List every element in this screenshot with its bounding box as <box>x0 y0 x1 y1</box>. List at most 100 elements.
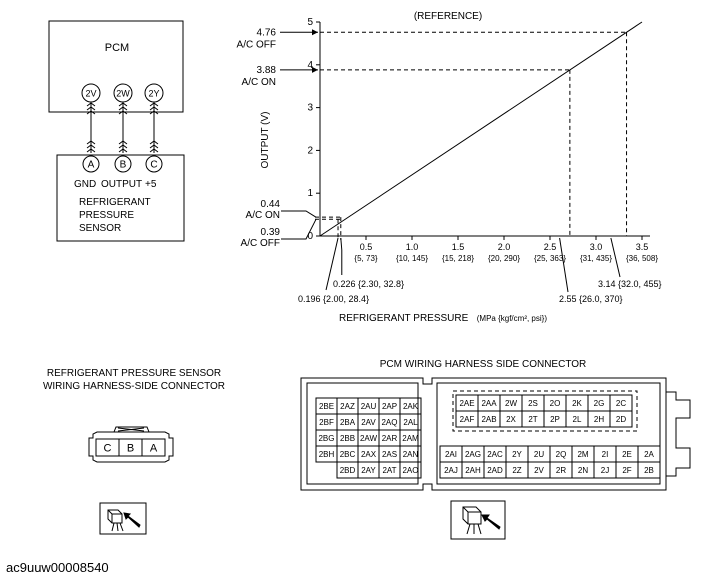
svg-text:2V: 2V <box>85 89 96 99</box>
svg-text:2AA: 2AA <box>481 399 497 408</box>
svg-text:2AC: 2AC <box>487 450 503 459</box>
pcm-pin-2w: 2W <box>113 83 133 103</box>
svg-text:2D: 2D <box>616 415 626 424</box>
svg-text:2AU: 2AU <box>361 402 377 411</box>
pcm-pin-2v: 2V <box>81 83 101 103</box>
pcm-pin-2c: 2C <box>609 394 633 412</box>
sensor-name-line-3: SENSOR <box>79 223 121 234</box>
svg-text:2Q: 2Q <box>556 450 567 459</box>
svg-text:2H: 2H <box>594 415 604 424</box>
svg-text:2AS: 2AS <box>382 450 397 459</box>
sensor-connector-pin-a: A <box>150 443 158 455</box>
pcm-pin-2y: 2Y <box>505 445 529 463</box>
x-marker-label-0: 0.226 {2.30, 32.8} <box>333 279 404 289</box>
svg-text:2AZ: 2AZ <box>340 402 355 411</box>
pcm-pin-2be: 2BE <box>315 397 338 415</box>
sensor-pin-label-gnd: GND <box>74 179 96 190</box>
y-marker-sub-3: A/C OFF <box>241 238 280 249</box>
svg-text:2AE: 2AE <box>459 399 474 408</box>
svg-text:A: A <box>88 160 95 171</box>
y-tick-label-3: 3 <box>307 103 313 114</box>
svg-text:2AQ: 2AQ <box>381 418 397 427</box>
y-marker-label-3: 0.39 <box>261 227 281 238</box>
svg-text:2Y: 2Y <box>512 450 522 459</box>
x-tick-label-6: 3.5 <box>636 242 649 252</box>
svg-text:2N: 2N <box>578 466 588 475</box>
pcm-pin-2w: 2W <box>499 394 523 412</box>
y-marker-leader-3 <box>281 219 317 240</box>
pcm-pin-2l: 2L <box>565 410 589 428</box>
svg-text:2BC: 2BC <box>340 450 356 459</box>
svg-text:2M: 2M <box>577 450 588 459</box>
connector-view-icon <box>99 502 147 535</box>
y-tick-label-4: 4 <box>307 60 313 71</box>
pcm-pin-2b: 2B <box>637 461 661 479</box>
pcm-pin-2aq: 2AQ <box>378 413 401 431</box>
x-tick-label-1: 1.0 <box>406 242 419 252</box>
svg-text:2AO: 2AO <box>402 466 418 475</box>
pcm-pin-2o: 2O <box>543 394 567 412</box>
svg-text:2BD: 2BD <box>340 466 356 475</box>
svg-text:2B: 2B <box>644 466 654 475</box>
svg-text:2I: 2I <box>602 450 609 459</box>
x-tick-sub-0: {5, 73} <box>354 254 377 263</box>
svg-text:2AR: 2AR <box>382 434 398 443</box>
svg-text:2AX: 2AX <box>361 450 377 459</box>
chart-title: (REFERENCE) <box>414 11 482 22</box>
pcm-pin-2ay: 2AY <box>357 461 380 479</box>
sensor-pin-b: B <box>114 155 132 173</box>
pcm-pin-2ah: 2AH <box>461 461 485 479</box>
svg-text:2W: 2W <box>116 89 130 99</box>
x-marker-leader-3 <box>610 237 621 278</box>
svg-text:2AT: 2AT <box>382 466 396 475</box>
y-marker-arrow-1 <box>312 66 318 73</box>
pcm-pin-2af: 2AF <box>455 410 479 428</box>
y-marker-leader-2 <box>281 210 317 218</box>
y-marker-label-2: 0.44 <box>261 199 281 210</box>
pcm-pin-2f: 2F <box>615 461 639 479</box>
y-marker-sub-0: A/C OFF <box>237 39 276 50</box>
pcm-pin-2u: 2U <box>527 445 551 463</box>
svg-text:2S: 2S <box>528 399 538 408</box>
pcm-pin-2y: 2Y <box>144 83 164 103</box>
series-line-output <box>319 21 643 237</box>
pcm-pin-2bh: 2BH <box>315 445 338 463</box>
y-tick-label-1: 1 <box>307 188 313 199</box>
svg-text:2R: 2R <box>556 466 566 475</box>
pcm-pin-2s: 2S <box>521 394 545 412</box>
pcm-wiring-block: PCM 2V 2W 2Y A <box>48 20 185 242</box>
pcm-pin-2au: 2AU <box>357 397 380 415</box>
pcm-pin-2ag: 2AG <box>461 445 485 463</box>
pcm-pin-2aa: 2AA <box>477 394 501 412</box>
pcm-pin-2p: 2P <box>543 410 567 428</box>
pcm-connector-housing <box>300 377 691 491</box>
sensor-pin-c: C <box>145 155 163 173</box>
svg-text:2Z: 2Z <box>512 466 521 475</box>
pcm-pin-2at: 2AT <box>378 461 401 479</box>
x-marker-leader-0 <box>340 237 343 275</box>
pcm-pin-2ab: 2AB <box>477 410 501 428</box>
y-marker-arrow-0 <box>312 29 318 36</box>
svg-text:2AG: 2AG <box>465 450 481 459</box>
svg-text:2L: 2L <box>573 415 582 424</box>
pcm-pin-2r: 2R <box>549 461 573 479</box>
x-tick-sub-5: {31, 435} <box>580 254 612 263</box>
svg-text:2AN: 2AN <box>403 450 419 459</box>
pcm-pin-2ba: 2BA <box>336 413 359 431</box>
svg-text:2J: 2J <box>601 466 609 475</box>
pcm-pin-2bb: 2BB <box>336 429 359 447</box>
svg-text:2X: 2X <box>506 415 516 424</box>
connector-view-icon-pcm <box>450 500 506 540</box>
pcm-pin-2ao: 2AO <box>399 461 422 479</box>
x-tick-sub-3: {20, 290} <box>488 254 520 263</box>
x-tick-sub-4: {25, 363} <box>534 254 566 263</box>
svg-text:2BH: 2BH <box>319 450 335 459</box>
pcm-title: PCM <box>105 42 129 54</box>
svg-text:2Y: 2Y <box>148 89 159 99</box>
svg-text:2AI: 2AI <box>445 450 457 459</box>
svg-text:2AF: 2AF <box>460 415 475 424</box>
pcm-pin-2x: 2X <box>499 410 523 428</box>
pcm-pin-2a: 2A <box>637 445 661 463</box>
x-marker-label-1: 0.196 {2.00, 28.4} <box>298 294 369 304</box>
x-axis-label: REFRIGERANT PRESSURE (MPa {kgf/cm², psi}… <box>339 308 547 325</box>
